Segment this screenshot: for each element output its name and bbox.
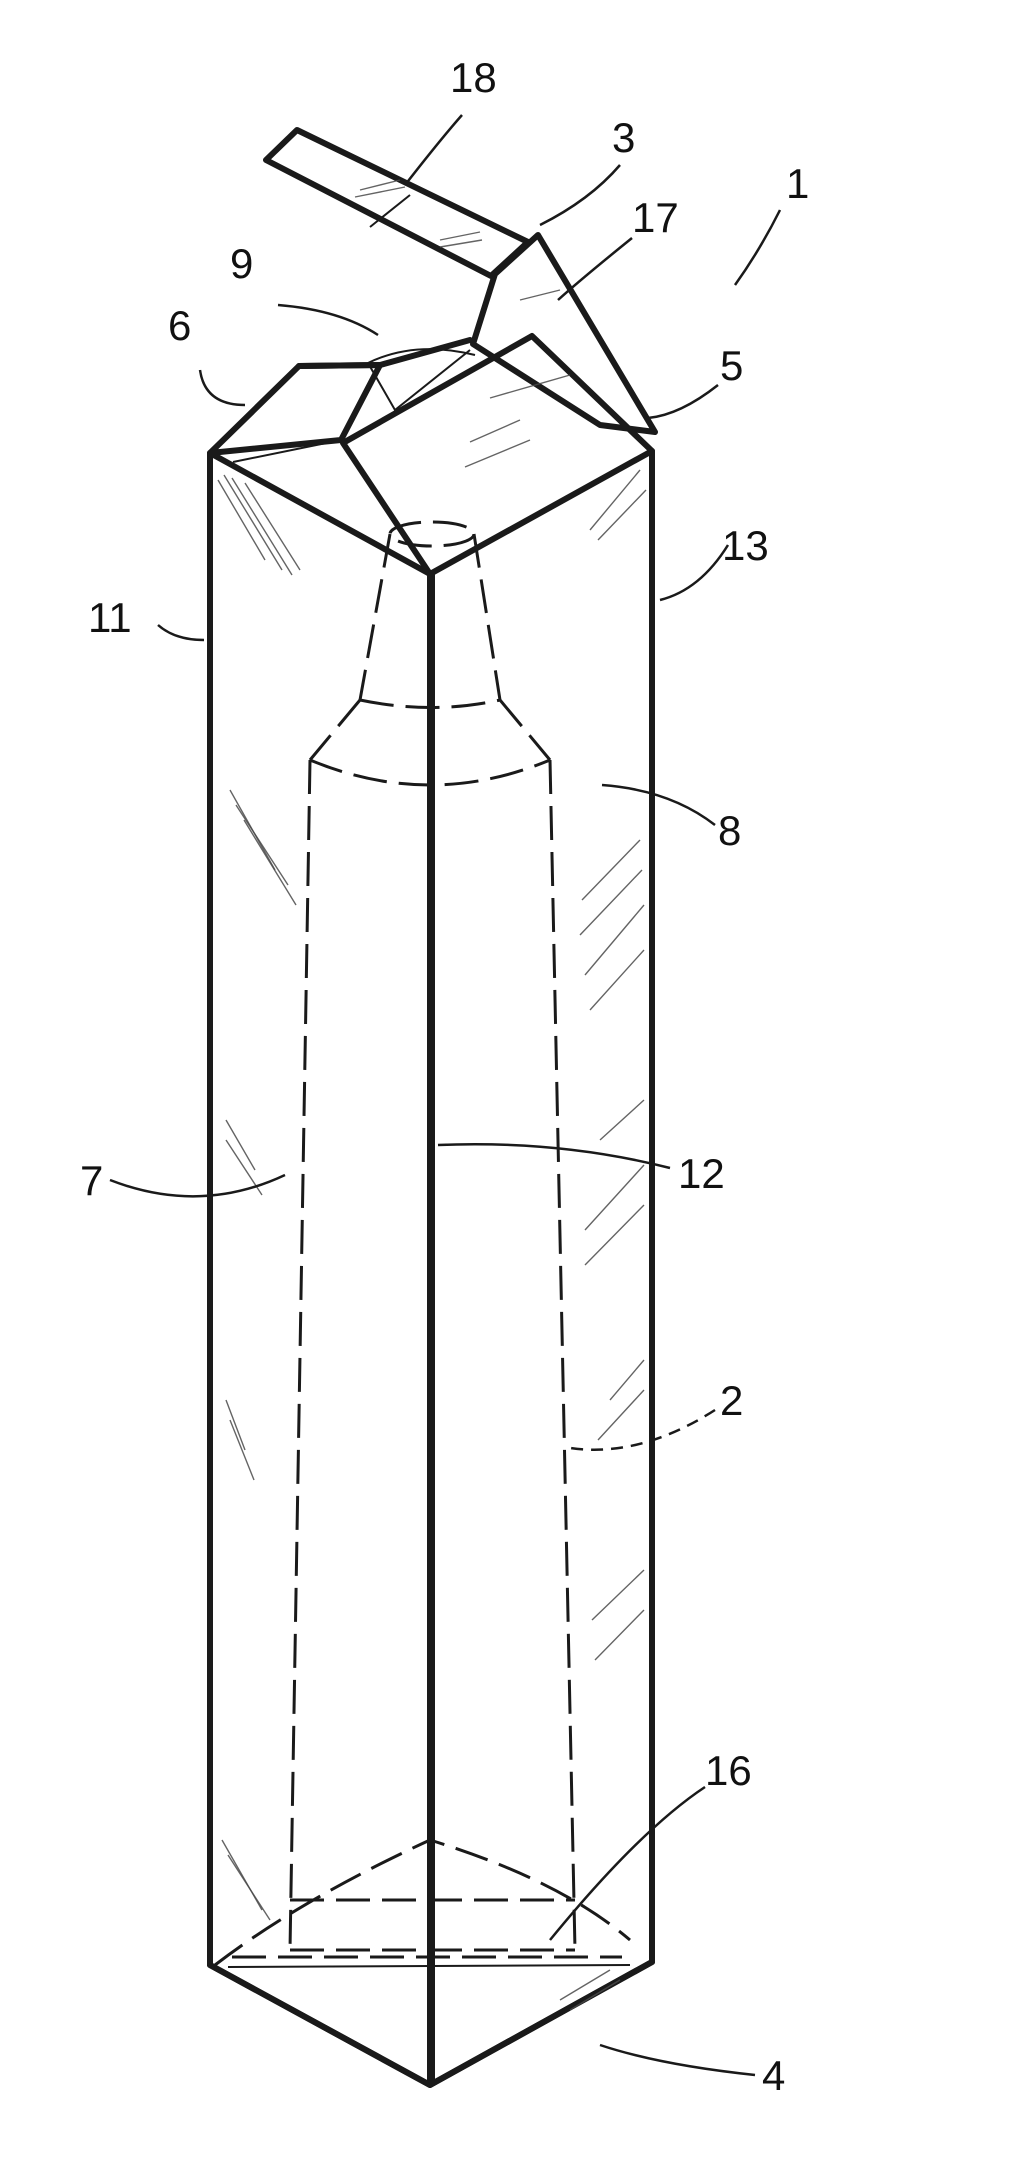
label-18: 18 bbox=[450, 54, 497, 101]
label-12: 12 bbox=[678, 1150, 725, 1197]
leader-7 bbox=[110, 1175, 285, 1196]
leader-9 bbox=[278, 305, 378, 335]
label-9: 9 bbox=[230, 240, 253, 287]
bottom-seam bbox=[228, 1965, 630, 1967]
leader-11 bbox=[158, 625, 204, 640]
leader-2 bbox=[570, 1410, 715, 1450]
leader-18 bbox=[405, 115, 462, 185]
label-11: 11 bbox=[88, 594, 132, 641]
leader-12 bbox=[438, 1144, 670, 1168]
tube-body-left bbox=[290, 760, 310, 1950]
tube-body-right bbox=[550, 760, 575, 1950]
leader-3 bbox=[540, 165, 620, 225]
label-17: 17 bbox=[632, 194, 679, 241]
label-6: 6 bbox=[168, 302, 191, 349]
bottom-arc-16 bbox=[215, 1840, 630, 1965]
left-top-flap-inner bbox=[233, 440, 430, 574]
left-panel-outline bbox=[210, 453, 430, 2085]
label-5: 5 bbox=[720, 342, 743, 389]
label-3: 3 bbox=[612, 114, 635, 161]
tab-18 bbox=[266, 130, 528, 276]
back-top-panel bbox=[299, 340, 470, 366]
leader-17 bbox=[558, 238, 632, 300]
leader-4 bbox=[600, 2045, 755, 2075]
label-7: 7 bbox=[80, 1157, 103, 1204]
leader-5 bbox=[648, 385, 718, 418]
label-4: 4 bbox=[762, 2052, 785, 2099]
label-8: 8 bbox=[718, 807, 741, 854]
label-1: 1 bbox=[786, 160, 809, 207]
reference-numerals: 1 3 18 17 9 6 5 13 11 8 12 7 2 16 4 bbox=[80, 54, 809, 2099]
label-16: 16 bbox=[705, 1747, 752, 1794]
leader-1 bbox=[735, 210, 780, 285]
label-2: 2 bbox=[720, 1377, 743, 1424]
leader-8 bbox=[602, 785, 715, 825]
label-13: 13 bbox=[722, 522, 769, 569]
leader-13 bbox=[660, 545, 728, 600]
right-panel-outline bbox=[430, 451, 652, 2085]
leader-6 bbox=[200, 370, 245, 405]
